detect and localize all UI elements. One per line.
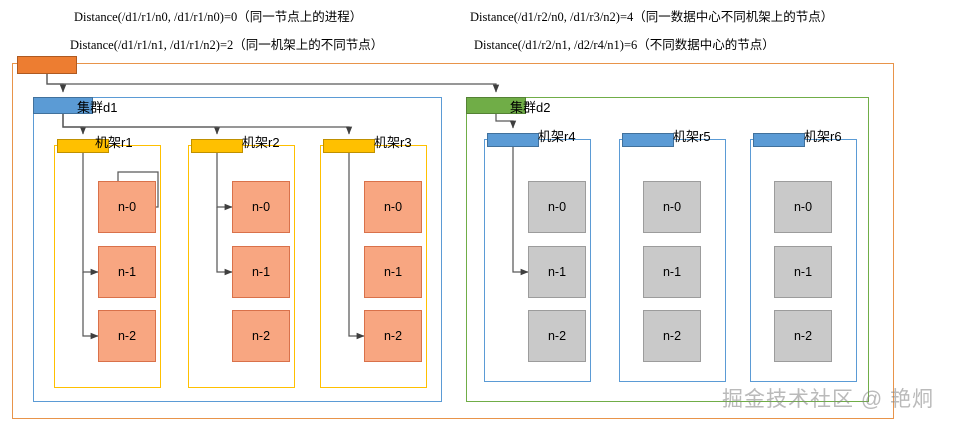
watermark: 掘金技术社区 @ 艳炯 <box>722 388 934 411</box>
root-container <box>12 63 894 419</box>
node-d2-r4-n1[interactable]: n-1 <box>528 246 586 298</box>
node-d2-r5-n1[interactable]: n-1 <box>643 246 701 298</box>
cluster-label-d1: 集群d1 <box>77 100 118 115</box>
rack-label-r6: 机架r6 <box>804 129 842 144</box>
cluster-label-d2: 集群d2 <box>510 100 551 115</box>
node-d1-r1-n2[interactable]: n-2 <box>98 310 156 362</box>
rack-tab-r4[interactable] <box>487 133 539 147</box>
distance-formula-1: Distance(/d1/r1/n1, /d1/r1/n2)=2（同一机架上的不… <box>70 38 384 52</box>
rack-label-r3: 机架r3 <box>374 135 412 150</box>
root-tab[interactable] <box>17 56 77 74</box>
rack-label-r2: 机架r2 <box>242 135 280 150</box>
rack-label-r4: 机架r4 <box>538 129 576 144</box>
node-d2-r6-n0[interactable]: n-0 <box>774 181 832 233</box>
rack-tab-r1[interactable] <box>57 139 109 153</box>
distance-formula-3: Distance(/d1/r2/n1, /d2/r4/n1)=6（不同数据中心的… <box>474 38 775 52</box>
node-d2-r6-n2[interactable]: n-2 <box>774 310 832 362</box>
cluster-container-d2 <box>466 97 869 402</box>
rack-label-r5: 机架r5 <box>673 129 711 144</box>
cluster-tab-d2[interactable] <box>466 97 526 114</box>
node-d1-r2-n0[interactable]: n-0 <box>232 181 290 233</box>
node-d1-r2-n2[interactable]: n-2 <box>232 310 290 362</box>
rack-tab-r2[interactable] <box>191 139 243 153</box>
distance-formula-2: Distance(/d1/r2/n0, /d1/r3/n2)=4（同一数据中心不… <box>470 10 834 24</box>
node-d2-r6-n1[interactable]: n-1 <box>774 246 832 298</box>
node-d1-r1-n0[interactable]: n-0 <box>98 181 156 233</box>
node-d1-r1-n1[interactable]: n-1 <box>98 246 156 298</box>
rack-label-r1: 机架r1 <box>95 135 133 150</box>
rack-tab-r6[interactable] <box>753 133 805 147</box>
node-d1-r2-n1[interactable]: n-1 <box>232 246 290 298</box>
node-d2-r4-n2[interactable]: n-2 <box>528 310 586 362</box>
rack-tab-r5[interactable] <box>622 133 674 147</box>
cluster-container-d1 <box>33 97 442 402</box>
rack-tab-r3[interactable] <box>323 139 375 153</box>
distance-formula-0: Distance(/d1/r1/n0, /d1/r1/n0)=0（同一节点上的进… <box>74 10 363 24</box>
node-d2-r5-n0[interactable]: n-0 <box>643 181 701 233</box>
cluster-tab-d1[interactable] <box>33 97 93 114</box>
node-d2-r4-n0[interactable]: n-0 <box>528 181 586 233</box>
node-d2-r5-n2[interactable]: n-2 <box>643 310 701 362</box>
node-d1-r3-n0[interactable]: n-0 <box>364 181 422 233</box>
node-d1-r3-n2[interactable]: n-2 <box>364 310 422 362</box>
node-d1-r3-n1[interactable]: n-1 <box>364 246 422 298</box>
